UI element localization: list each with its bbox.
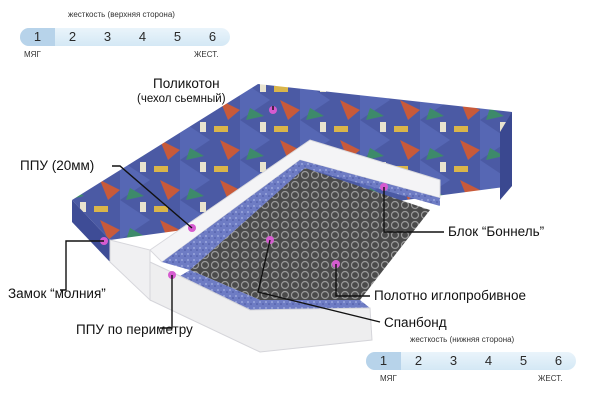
label-needle: Полотно иглопробивное: [374, 288, 527, 303]
bottom-scale-caption: жесткость (нижняя сторона): [410, 335, 515, 344]
label-polikoton: Поликотон: [153, 76, 220, 91]
bottom-scale-soft-label: МЯГ: [380, 374, 397, 383]
felt-lower: [180, 270, 370, 310]
cover-right-side: [500, 112, 512, 200]
bottom-scale-value-6: 6: [554, 353, 563, 368]
felt-layer: [162, 160, 440, 270]
top-scale-value-3: 3: [103, 29, 112, 44]
top-scale-hard-label: ЖЕСТ.: [194, 50, 219, 59]
top-scale-value-1: 1: [20, 28, 55, 46]
top-scale-value-5: 5: [173, 29, 182, 44]
label-bonnel: Блок “Боннель”: [448, 224, 545, 239]
label-spunbond: Спанбонд: [384, 315, 447, 330]
spring-block: [190, 168, 430, 300]
bottom-scale-value-4: 4: [484, 353, 493, 368]
cover-front-side: [72, 200, 110, 262]
label-zipper: Замок “молния”: [8, 286, 106, 301]
top-scale-bar: 1 2 3 4 5 6: [20, 28, 230, 46]
bottom-scale-value-5: 5: [519, 353, 528, 368]
bottom-scale-value-2: 2: [414, 353, 423, 368]
top-scale-soft-label: МЯГ: [24, 50, 41, 59]
bottom-scale-value-1: 1: [366, 352, 401, 370]
top-scale-value-6: 6: [208, 29, 217, 44]
bottom-scale-hard-label: ЖЕСТ.: [538, 374, 563, 383]
bottom-foam: [149, 261, 373, 353]
label-ppu-20: ППУ (20мм): [20, 158, 95, 173]
label-ppu-perimeter: ППУ по периметру: [76, 322, 193, 337]
bottom-scale-value-3: 3: [449, 353, 458, 368]
label-polikoton-note: (чехол сьемный): [137, 93, 226, 105]
top-scale-value-4: 4: [138, 29, 147, 44]
bottom-scale-bar: 1 2 3 4 5 6: [366, 352, 576, 370]
top-scale-caption: жесткость (верхняя сторона): [68, 10, 175, 19]
top-scale-value-2: 2: [68, 29, 77, 44]
leader-lines: [60, 106, 444, 329]
perimeter-foam: [109, 239, 151, 302]
